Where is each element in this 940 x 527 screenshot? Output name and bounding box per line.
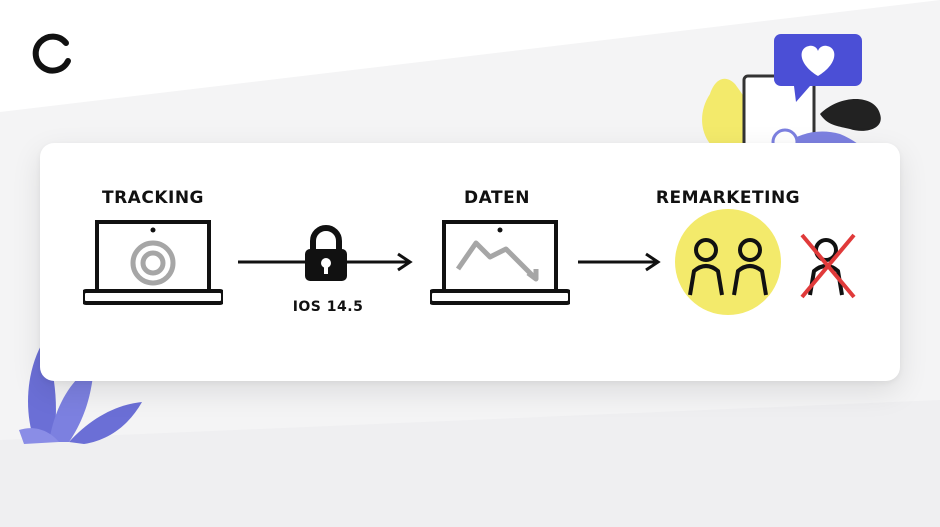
remarketing-label: REMARKETING bbox=[655, 188, 801, 208]
tracking-label: TRACKING bbox=[102, 188, 204, 208]
brand-logo bbox=[32, 33, 71, 74]
person-icon-2 bbox=[732, 238, 768, 296]
ios-label: IOS 14.5 bbox=[292, 299, 364, 315]
excluded-person-icon bbox=[800, 233, 856, 299]
daten-label: DATEN bbox=[464, 188, 530, 208]
audience-people-icon bbox=[675, 209, 856, 315]
padlock-icon bbox=[305, 225, 347, 281]
diagram-card: TRACKING IOS 14.5 DATEN bbox=[40, 143, 900, 381]
person-icon bbox=[688, 238, 724, 296]
arrow-right-icon-2 bbox=[578, 252, 661, 272]
laptop-tracking-target-icon bbox=[83, 220, 223, 305]
laptop-declining-chart-icon bbox=[430, 220, 570, 305]
